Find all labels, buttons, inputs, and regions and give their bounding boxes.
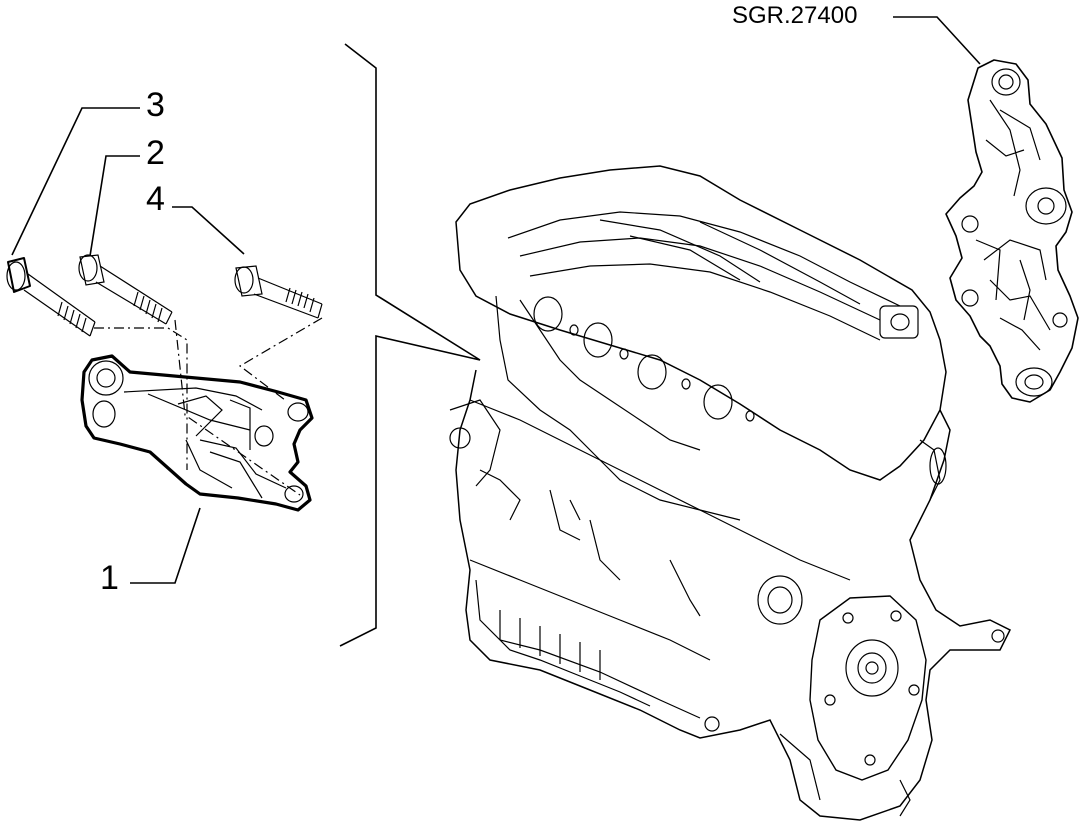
callout-4-label: 4 bbox=[146, 180, 165, 218]
callout-3-leader bbox=[11, 107, 140, 256]
callout-2-leader bbox=[89, 155, 140, 257]
reference-code-label: SGR.27400 bbox=[732, 2, 857, 29]
bolt-3-illustration bbox=[6, 257, 96, 337]
engine-block-illustration bbox=[449, 165, 1012, 821]
engine-mount-bracket-illustration bbox=[80, 354, 314, 512]
callout-1-label: 1 bbox=[100, 559, 119, 597]
alignment-line-c bbox=[238, 317, 323, 401]
assembly-bracket-line bbox=[339, 43, 481, 647]
callout-1-leader bbox=[130, 507, 201, 584]
callout-4-leader bbox=[172, 206, 245, 255]
reference-leader-line bbox=[893, 16, 981, 65]
alignment-line-a bbox=[94, 327, 188, 470]
bolt-4-illustration bbox=[234, 265, 323, 319]
callout-3-label: 3 bbox=[146, 86, 165, 124]
bolt-2-illustration bbox=[78, 254, 173, 325]
callout-2-label: 2 bbox=[146, 134, 165, 172]
alignment-line-b bbox=[174, 319, 301, 496]
mount-support-illustration bbox=[945, 59, 1079, 403]
